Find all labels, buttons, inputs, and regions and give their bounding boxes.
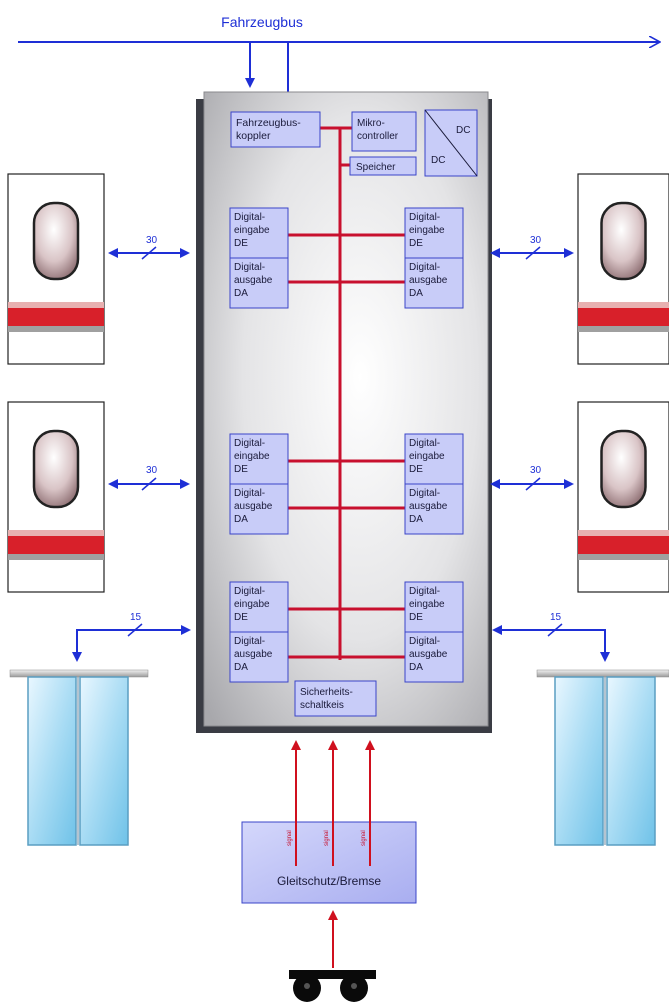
io-modules: Digital-eingabeDEDigital-ausgabeDADigita… <box>229 207 464 683</box>
io-output-label: DA <box>234 288 248 299</box>
io-input-label: eingabe <box>234 451 270 462</box>
microcontroller-label-2: controller <box>357 131 399 142</box>
bus-width-sliding-right: 15 <box>550 612 562 623</box>
door-window-icon <box>32 429 80 509</box>
safety-label-1: Sicherheits- <box>300 687 353 698</box>
door-lower-left <box>7 401 105 593</box>
door-window-icon <box>600 201 647 281</box>
bus-width-sliding-left: 15 <box>130 612 142 623</box>
io-input-label: DE <box>234 464 248 475</box>
io-input-label: Digital- <box>409 212 440 223</box>
bus-drop-in <box>18 41 255 88</box>
io-input-label: DE <box>409 464 423 475</box>
bus-coupler-label-2: koppler <box>236 130 271 142</box>
io-output-label: DA <box>234 662 248 673</box>
door-panels <box>7 173 669 593</box>
bus-width-lower-left: 30 <box>146 465 158 476</box>
microcontroller-module: Mikro- controller <box>351 111 417 152</box>
sliding-door-left <box>9 669 149 846</box>
bus-width-lower-right: 30 <box>530 465 542 476</box>
io-output-label: DA <box>409 662 423 673</box>
brake-unit: Gleitschutz/Bremse signal signal signal <box>241 740 417 968</box>
io-input-label: eingabe <box>409 599 445 610</box>
io-input-label: DE <box>234 238 248 249</box>
io-output-label: DA <box>409 514 423 525</box>
door-window-icon <box>600 429 647 509</box>
sliding-link-left <box>72 629 188 662</box>
dc-bottom-label: DC <box>431 155 445 166</box>
door-window-icon <box>32 201 80 281</box>
io-output-label: DA <box>409 288 423 299</box>
io-input-label: eingabe <box>234 225 270 236</box>
door-upper-right <box>577 173 669 365</box>
dcdc-converter-module: DC DC <box>424 109 478 177</box>
io-input-label: Digital- <box>409 438 440 449</box>
io-output-label: ausgabe <box>234 275 273 286</box>
io-output-label: ausgabe <box>409 275 448 286</box>
io-output-label: Digital- <box>234 488 265 499</box>
brake-signal-label-2: signal <box>324 830 330 846</box>
control-board: Fahrzeugbus- koppler Mikro- controller S… <box>196 91 492 733</box>
io-output-label: ausgabe <box>234 649 273 660</box>
io-input-label: eingabe <box>409 451 445 462</box>
wheelset-icon <box>289 970 376 1002</box>
internal-bus <box>288 126 407 660</box>
bus-width-upper-left: 30 <box>146 235 158 246</box>
brake-signal-label-1: signal <box>287 830 293 846</box>
title-label: Fahrzeugbus <box>221 14 303 30</box>
brake-signal-label-3: signal <box>361 830 367 846</box>
brake-box <box>241 821 417 904</box>
io-input-label: DE <box>409 238 423 249</box>
brake-label: Gleitschutz/Bremse <box>277 874 381 888</box>
bus-width-upper-right: 30 <box>530 235 542 246</box>
io-output-label: ausgabe <box>409 501 448 512</box>
io-output-label: ausgabe <box>409 649 448 660</box>
io-input-label: Digital- <box>234 586 265 597</box>
door-upper-left <box>7 173 105 365</box>
door-connections: 30 30 30 30 <box>108 235 574 491</box>
io-output-label: Digital- <box>234 262 265 273</box>
sliding-link-right <box>495 629 610 662</box>
bus-coupler-module: Fahrzeugbus- koppler <box>230 111 321 148</box>
io-output-label: Digital- <box>234 636 265 647</box>
io-input-label: DE <box>409 612 423 623</box>
sliding-door-right <box>536 669 669 846</box>
io-input-label: DE <box>234 612 248 623</box>
safety-label-2: schaltkeis <box>300 700 344 711</box>
io-input-label: Digital- <box>234 438 265 449</box>
memory-module: Speicher <box>349 156 417 176</box>
io-output-label: Digital- <box>409 262 440 273</box>
bus-coupler-label-1: Fahrzeugbus- <box>236 117 301 129</box>
door-lower-right <box>577 401 669 593</box>
sliding-door-connections: 15 15 <box>72 612 610 662</box>
memory-label: Speicher <box>356 162 396 173</box>
vehicle-bus: Fahrzeugbus <box>18 14 659 92</box>
io-output-label: Digital- <box>409 488 440 499</box>
io-output-label: DA <box>234 514 248 525</box>
io-output-label: Digital- <box>409 636 440 647</box>
io-input-label: Digital- <box>234 212 265 223</box>
safety-circuit-module: Sicherheits- schaltkeis <box>294 680 377 717</box>
io-output-label: ausgabe <box>234 501 273 512</box>
io-input-label: Digital- <box>409 586 440 597</box>
io-input-label: eingabe <box>234 599 270 610</box>
io-input-label: eingabe <box>409 225 445 236</box>
dc-top-label: DC <box>456 125 470 136</box>
microcontroller-label-1: Mikro- <box>357 118 385 129</box>
